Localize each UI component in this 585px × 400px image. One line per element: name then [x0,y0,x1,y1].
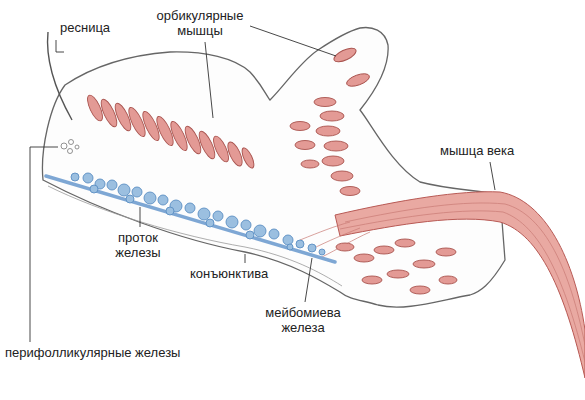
muscle-slice [240,146,257,169]
part-label: орбикулярные мышцы [150,8,250,38]
gland-lobule [144,192,156,204]
gland-lobule [226,216,238,228]
muscle-slice [324,141,348,151]
eyelid-outline [42,28,505,308]
gland-lobule [158,195,168,205]
part-label: проток железы [108,230,168,260]
gland-dot [68,149,73,154]
part-label: мышца века [440,143,514,158]
part-label: конъюнктива [190,266,268,281]
leader-line [250,26,336,56]
gland-lobule [107,180,117,190]
gland-dot [61,143,67,149]
leader-lines [30,26,495,342]
gland-lobule [206,219,214,227]
muscle-slice [316,126,340,136]
gland-lobule [90,185,98,193]
part-label: перифолликулярные железы [5,345,180,360]
conjunctiva-line [48,186,342,286]
fiber [345,203,585,345]
muscle-slice [322,156,344,166]
part-label: ресница [60,20,110,35]
gland-lobule [254,225,266,237]
gland-lobule [296,240,304,248]
muscle-slice [354,254,374,262]
fiber [310,228,360,250]
perifollicular-glands [61,140,79,154]
fiber [300,222,350,240]
gland-lobule [246,231,254,239]
muscle-slice [413,260,435,268]
muscle-slice [345,71,371,89]
muscle-slice [439,276,457,284]
leader-line [205,42,213,118]
muscle-fibers [300,203,585,362]
muscle-slice [395,239,415,247]
gland-lobule [71,173,79,181]
gland-lobule [185,203,195,213]
muscle-slice [336,243,354,251]
gland-lobule [241,220,251,230]
gland-lobule [269,229,279,239]
gland-lobule [213,211,223,221]
part-label: мейбомиева железа [262,305,344,335]
gland-lobule [319,249,325,255]
muscle-slice [387,270,409,278]
orbicularis-muscles [85,45,457,294]
muscle-slice [314,98,336,107]
meibomian-gland [46,173,335,262]
leader-line [245,254,246,263]
gland-lobule [198,208,210,220]
leader-line [30,147,58,342]
muscle-slice [295,141,315,150]
levator-muscle [335,192,585,378]
gland-lobule [283,235,293,245]
gland-lobule [83,173,93,183]
muscle-slice [340,187,360,196]
leader-line [140,207,141,227]
gland-lobule [118,184,130,196]
muscle-slice [301,160,319,168]
gland-duct [46,176,335,262]
muscle-slice [332,45,358,64]
muscle-slice [374,246,394,254]
eyelash [48,32,72,120]
fiber [340,211,585,362]
gland-lobule [287,244,293,250]
muscle-slice [331,171,353,181]
gland-lobule [132,187,142,197]
muscle-slice [410,286,430,294]
leader-line [56,40,64,52]
muscle-slice [362,276,382,284]
gland-lobule [308,244,316,252]
gland-lobule [166,207,174,215]
muscle-slice [320,111,344,121]
gland-dot [69,140,74,145]
muscle-slice [290,122,310,131]
gland-lobule [126,195,134,203]
gland-dot [75,145,79,149]
muscle-slice [436,248,456,256]
leader-line [490,162,495,190]
leader-line [305,258,312,302]
